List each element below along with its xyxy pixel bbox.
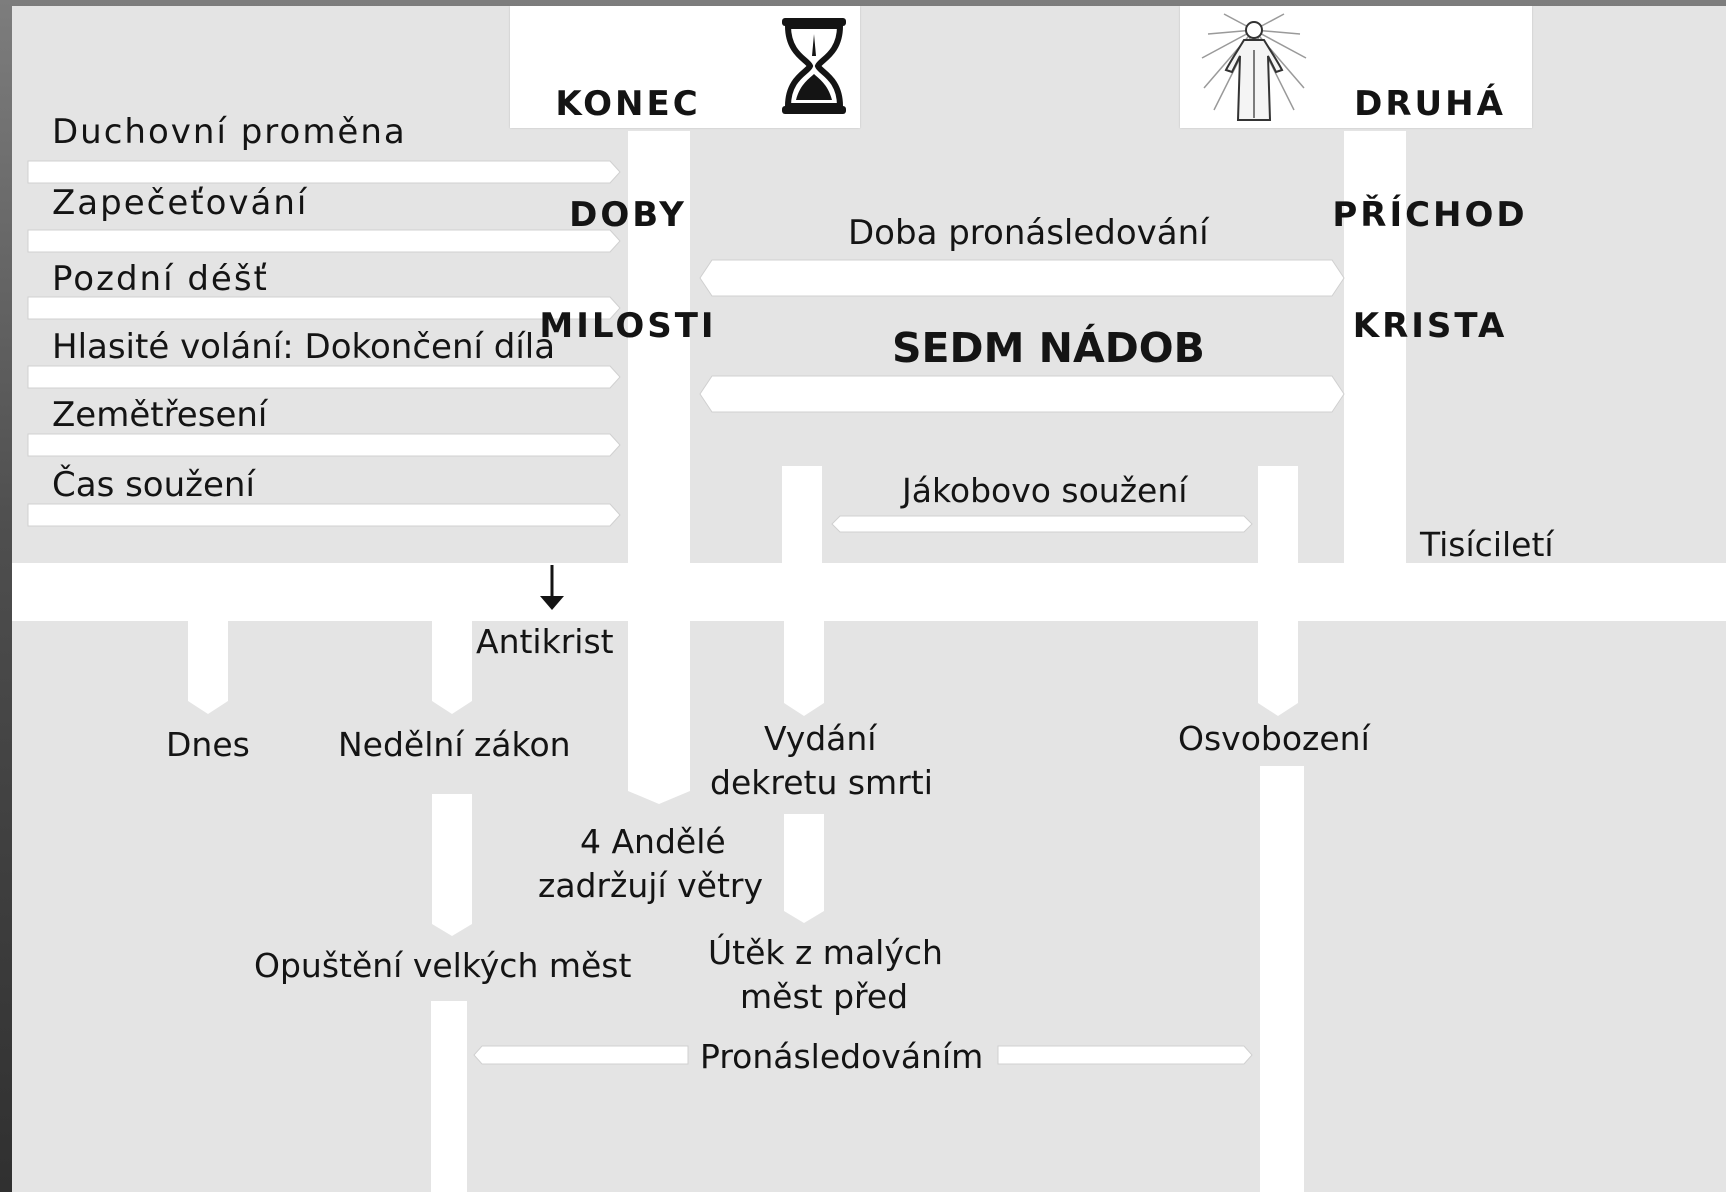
label-sedm-nadob: SEDM NÁDOB [892,324,1205,372]
arrow-sedm-nadob [699,375,1345,413]
arrow-jakobovo [831,515,1253,533]
arrow-persecution-left [473,1045,689,1065]
diagram-shapes [12,131,1726,1192]
bar-end-of-probation [628,131,690,804]
event-pozdni-dest: Pozdní déšť [52,259,269,299]
antichrist-arrow-head [540,596,564,610]
header-second-line1: DRUHÁ [1354,84,1506,124]
label-dnes: Dnes [166,725,250,764]
label-osvobozeni: Osvobození [1178,719,1370,758]
arrow-zapecetovani [27,229,621,253]
label-utek-line2: měst před [740,977,909,1016]
label-tisicileti: Tisíciletí [1420,525,1554,564]
arrow-persecution-right [997,1045,1253,1065]
pointer-today [188,618,228,714]
column-deliverance-lower [1260,766,1304,1192]
pointer-deliverance [1258,618,1298,716]
label-dekretu-smrti: dekretu smrti [710,763,933,802]
header-second-coming: DRUHÁ PŘÍCHOD KRISTA [1180,6,1532,345]
pointer-flight [784,814,824,923]
arrow-duchovni [27,160,621,184]
label-utek-line1: Útěk z malých [708,933,943,972]
event-duchovni-promena: Duchovní proměna [52,112,407,152]
christ-figure-icon [1201,13,1307,121]
timeline-band [12,563,1726,621]
pointer-death-decree [784,618,824,716]
label-pronasledovanim: Pronásledováním [700,1037,984,1076]
event-cas-souzeni: Čas soužení [52,465,255,505]
column-decree-upper [782,466,822,566]
label-doba-pronasledovani: Doba pronásledování [848,213,1209,253]
header-second-line2: PŘÍCHOD [1332,195,1528,235]
column-deliverance-upper [1258,466,1298,566]
arrow-hlasite [27,365,621,389]
arrow-cas [27,503,621,527]
label-nedelni-zakon: Nedělní zákon [338,725,571,764]
pointer-leaving-cities [432,794,472,936]
label-jakobovo-souzeni: Jákobovo soužení [902,471,1188,510]
label-zadrzuji-vetry: zadržují větry [538,866,763,905]
label-vydani: Vydání [764,719,877,758]
label-4-andele: 4 Andělé [580,822,726,861]
header-end-line2: DOBY [569,195,687,235]
diagram-board: KONEC DOBY MILOSTI DRUHÁ [12,6,1726,1192]
event-zapecetovani: Zapečeťování [52,183,309,223]
event-zemetreseni: Zemětřesení [52,395,268,435]
column-persecution-left [431,1001,467,1192]
arrow-pozdni [27,296,621,320]
pointer-sunday-law [432,618,472,714]
label-antikrist: Antikrist [476,622,614,661]
arrow-doba-pronasledovani [699,259,1345,297]
bar-second-coming [1344,131,1406,566]
header-second-line3: KRISTA [1352,306,1508,346]
header-end-of-probation: KONEC DOBY MILOSTI [510,6,860,345]
event-hlasite-volani: Hlasité volání: Dokončení díla [52,327,556,367]
header-end-line3: MILOSTI [539,306,717,346]
header-end-line1: KONEC [555,84,701,124]
hourglass-icon [782,18,846,114]
label-opusteni-mest: Opuštění velkých měst [254,946,632,985]
arrow-zemetreseni [27,433,621,457]
